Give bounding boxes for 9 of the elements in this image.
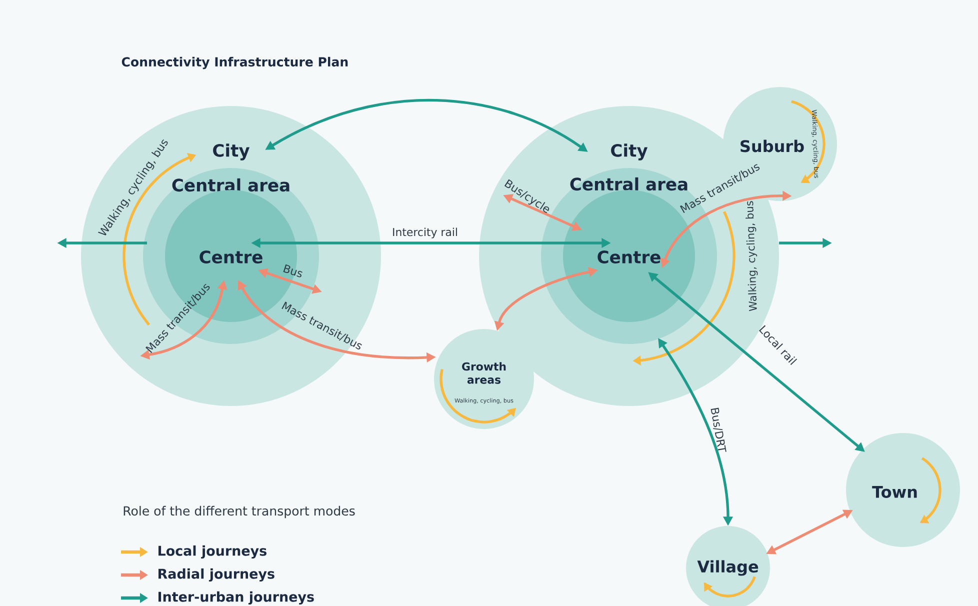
edge-label: Intercity rail: [393, 228, 457, 238]
legend-text: Inter-urban journeys: [158, 591, 314, 605]
edge-label: Bus/DRT: [710, 408, 726, 452]
legend-text: Local journeys: [158, 545, 266, 559]
note-text: Walking, cycling, bus: [746, 201, 758, 312]
legend-text: Radial journeys: [158, 568, 274, 582]
note-text: Role of the different transport modes: [124, 506, 355, 518]
edge-label: Bus: [283, 264, 302, 278]
title: Connectivity Infrastructure Plan: [122, 56, 348, 70]
